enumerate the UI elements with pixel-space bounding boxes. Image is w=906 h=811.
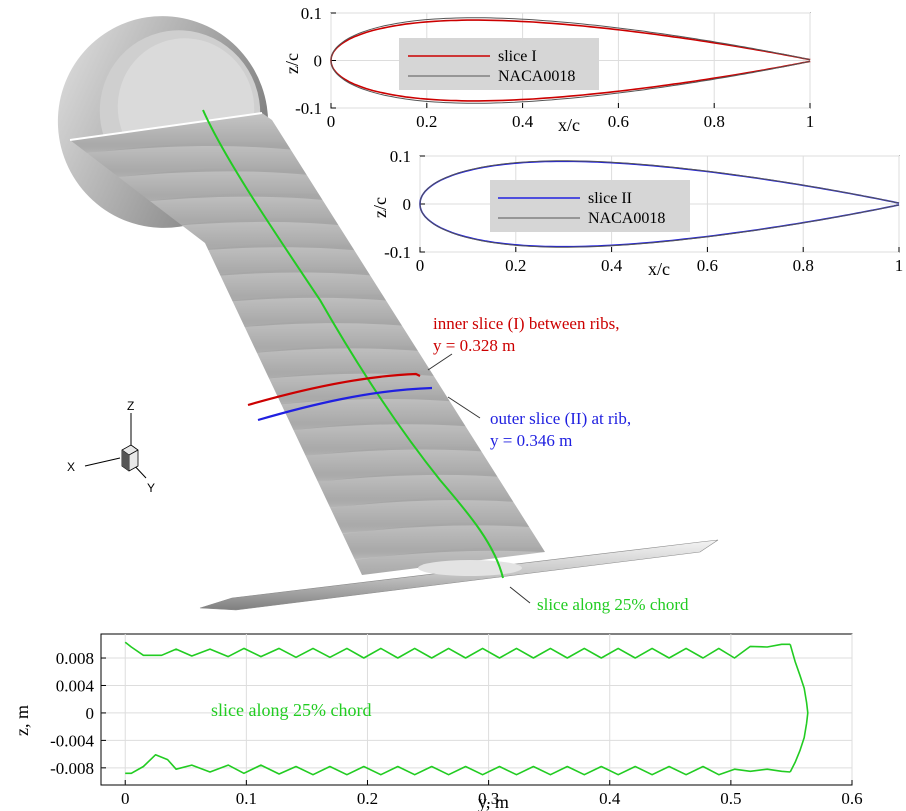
y-tick-label: -0.004: [50, 731, 94, 750]
legend-box-I: [399, 38, 599, 90]
wing-rib-band: [231, 419, 532, 465]
wing-rib-band: [249, 445, 545, 490]
chord-slice-line-3d: [202, 109, 504, 579]
slice-II-line-3d: [257, 386, 433, 422]
chart1-xlabel: x/c: [558, 115, 580, 135]
x-tick-label: 0.6: [608, 112, 629, 131]
outer-slice-label-line2: y = 0.346 m: [490, 431, 572, 450]
chart3-annotation: slice along 25% chord: [211, 700, 371, 720]
y-tick-label: 0: [86, 704, 95, 723]
chord-slice-lower-line: [125, 754, 791, 776]
x-tick-label: 0.5: [720, 789, 741, 808]
y-tick-label: -0.1: [384, 243, 411, 262]
series-line-naca0018: [419, 160, 900, 248]
y-tick-label: 0.1: [390, 147, 411, 166]
series-line-naca0018: [330, 17, 811, 104]
chart2-ylabel: z/c: [370, 197, 390, 218]
legend-box-II: [490, 180, 690, 232]
legend-label-slice-I: slice I: [498, 48, 537, 65]
chart-chord-slice: 0 0.1 0.2 0.3 0.4 0.5 0.6 0.008 0.004 0 -0.004 -0.0…: [12, 633, 863, 811]
x-tick-label: 0.3: [478, 789, 499, 808]
chord-slice-label: slice along 25% chord: [537, 595, 689, 614]
x-tick-label: 0.6: [841, 789, 862, 808]
chord-slice-trailing-edge-line: [789, 644, 809, 773]
legend-label-naca-II: NACA0018: [588, 210, 665, 227]
x-tick-label: 0.6: [697, 256, 718, 275]
callout-slice-II: outer slice (II) at rib, y = 0.346 m: [447, 396, 631, 450]
chart3-ylabel: z, m: [12, 705, 32, 736]
x-tick-label: 0.2: [505, 256, 526, 275]
chart1-ylabel: z/c: [282, 53, 302, 74]
x-tick-label: 0.4: [599, 789, 621, 808]
x-tick-label: 1: [806, 112, 815, 131]
y-tick-label: 0.1: [301, 4, 322, 23]
x-tick-label: 0: [327, 112, 336, 131]
x-tick-label: 0.4: [601, 256, 623, 275]
x-tick-label: 1: [895, 256, 904, 275]
x-tick-label: 0.2: [416, 112, 437, 131]
legend-label-naca-I: NACA0018: [498, 68, 575, 85]
y-tick-label: -0.1: [295, 99, 322, 118]
callout-chord-slice: slice along 25% chord: [509, 586, 689, 614]
callout-slice-I: inner slice (I) between ribs, y = 0.328 …: [427, 314, 619, 371]
chart3-xlabel: y, m: [478, 792, 509, 811]
wing-rib-band: [267, 470, 545, 516]
triad-z-label: Z: [127, 399, 134, 413]
inner-slice-label-line2: y = 0.328 m: [433, 336, 515, 355]
wing-rib-band: [302, 520, 545, 566]
x-tick-label: 0.1: [236, 789, 257, 808]
triad-y-label: Y: [147, 481, 155, 495]
outer-slice-label-line1: outer slice (II) at rib,: [490, 409, 631, 428]
inner-slice-label-line1: inner slice (I) between ribs,: [433, 314, 619, 333]
y-tick-label: 0.008: [56, 649, 94, 668]
y-tick-label: -0.008: [50, 759, 94, 778]
y-tick-label: 0.004: [56, 676, 95, 695]
axis-triad: Z X Y: [67, 399, 155, 495]
x-tick-label: 0: [121, 789, 130, 808]
x-tick-label: 0.4: [512, 112, 534, 131]
y-tick-label: 0: [403, 195, 412, 214]
slice-I-line-3d: [247, 372, 421, 407]
legend-label-slice-II: slice II: [588, 190, 632, 207]
triad-x-label: X: [67, 460, 75, 474]
x-tick-label: 0.8: [704, 112, 725, 131]
sting-rod: [199, 539, 719, 611]
wing-rib-band: [284, 495, 545, 541]
x-tick-label: 0.2: [357, 789, 378, 808]
chart2-xlabel: x/c: [648, 259, 670, 279]
x-tick-label: 0: [416, 256, 425, 275]
x-tick-label: 0.8: [793, 256, 814, 275]
chart-slice-II: 0 0.2 0.4 0.6 0.8 1 0.1 0 -0.1 slice II NACA0018…: [370, 147, 903, 279]
chord-slice-upper-line: [124, 641, 791, 659]
y-tick-label: 0: [314, 52, 323, 71]
